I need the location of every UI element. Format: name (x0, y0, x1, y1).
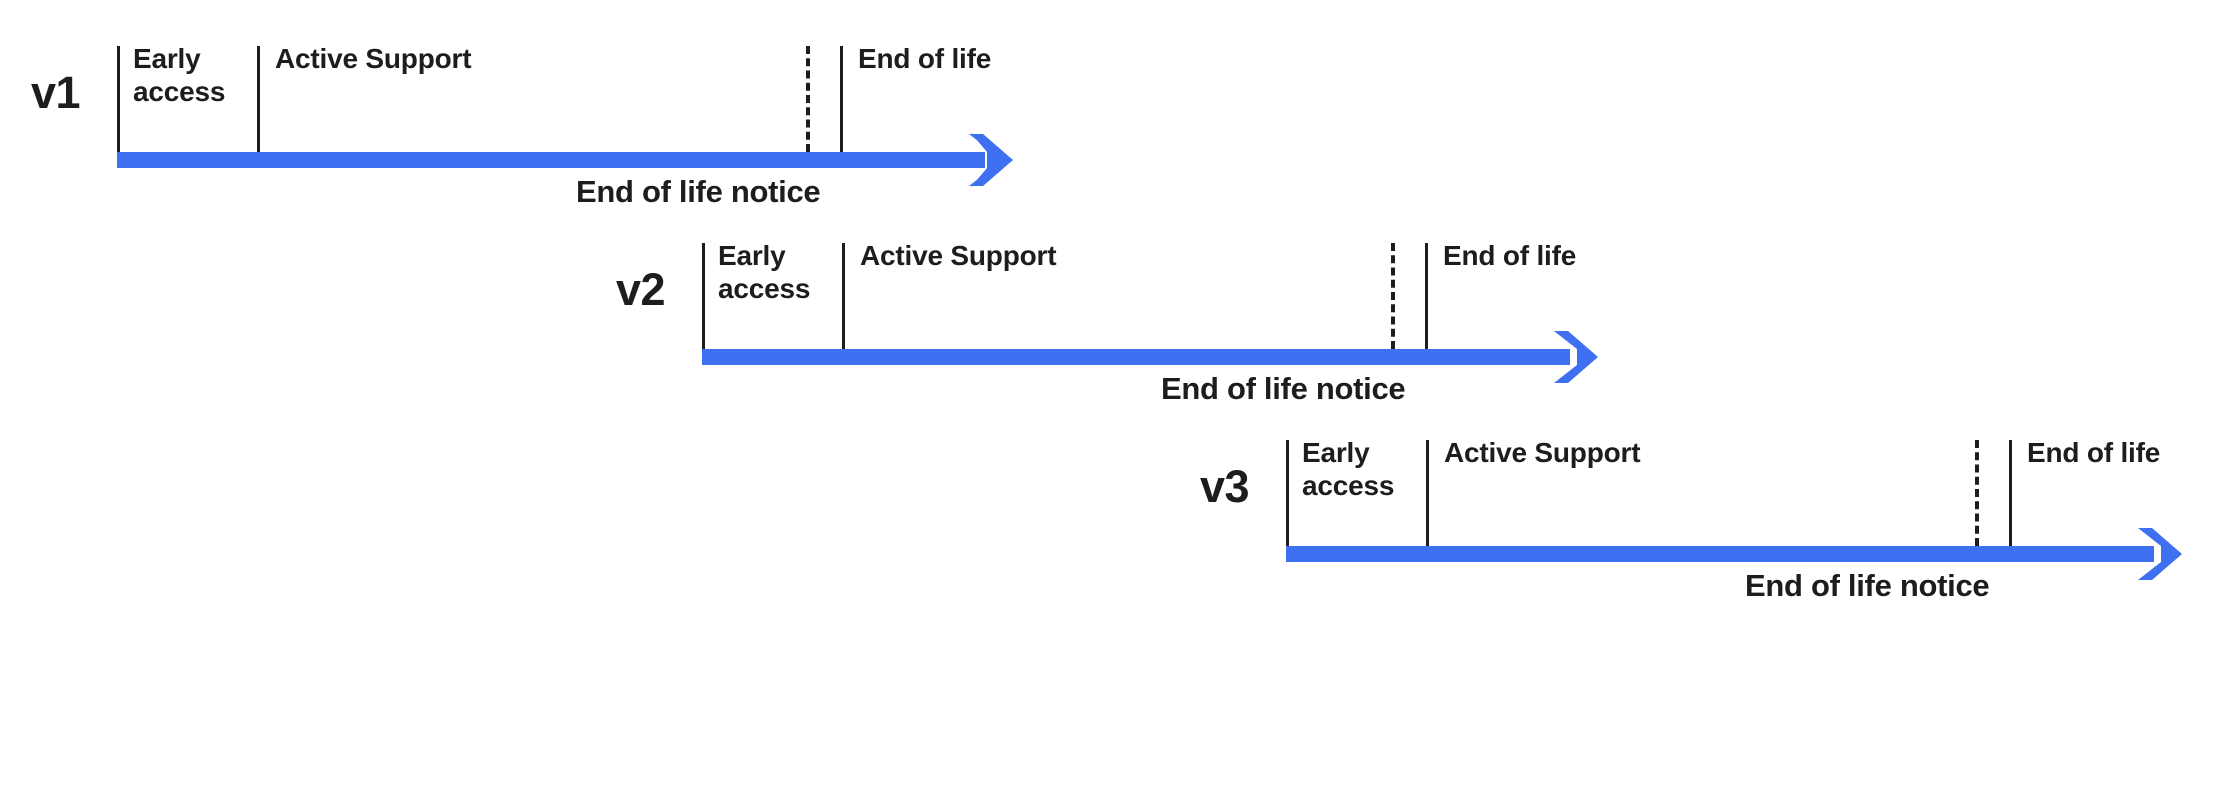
phase-label-early-access-v3: Early access (1302, 437, 1395, 501)
divider-early-access-start-v3 (1286, 440, 1289, 546)
lifecycle-bar-v1 (117, 133, 1013, 187)
divider-end-of-life-start-v2 (1425, 243, 1428, 349)
divider-end-of-life-notice-v3 (1975, 440, 1979, 546)
notice-label-v2: End of life notice (1161, 371, 1406, 406)
version-label-v3: v3 (1200, 461, 1250, 512)
divider-active-support-start-v1 (257, 46, 260, 152)
divider-active-support-start-v3 (1426, 440, 1429, 546)
phase-label-early-access-v1: Early access (133, 43, 226, 107)
arrow-right-icon-v1 (969, 133, 1013, 187)
phase-label-end-of-life-v2: End of life (1443, 240, 1577, 271)
divider-early-access-start-v2 (702, 243, 705, 349)
arrow-right-icon-v2 (1554, 331, 1598, 383)
phase-label-active-support-v2: Active Support (860, 240, 1057, 271)
notice-label-v1: End of life notice (576, 174, 821, 209)
notice-label-v3: End of life notice (1745, 568, 1990, 603)
lifecycle-bar-v2 (702, 331, 1598, 383)
phase-label-end-of-life-v1: End of life (858, 43, 992, 74)
bar-track-v2 (702, 349, 1570, 365)
divider-end-of-life-start-v1 (840, 46, 843, 152)
bar-track-v1 (117, 152, 985, 168)
lifecycle-bar-v3 (1286, 528, 2182, 580)
phase-label-active-support-v1: Active Support (275, 43, 472, 74)
divider-early-access-start-v1 (117, 46, 120, 152)
version-label-v2: v2 (616, 264, 666, 315)
divider-end-of-life-notice-v2 (1391, 243, 1395, 349)
divider-end-of-life-start-v3 (2009, 440, 2012, 546)
bar-track-v3 (1286, 546, 2154, 562)
phase-label-active-support-v3: Active Support (1444, 437, 1641, 468)
divider-end-of-life-notice-v1 (806, 46, 810, 152)
arrow-right-icon-v3 (2138, 528, 2182, 580)
phase-label-early-access-v2: Early access (718, 240, 811, 304)
divider-active-support-start-v2 (842, 243, 845, 349)
phase-label-end-of-life-v3: End of life (2027, 437, 2161, 468)
version-label-v1: v1 (31, 67, 81, 118)
